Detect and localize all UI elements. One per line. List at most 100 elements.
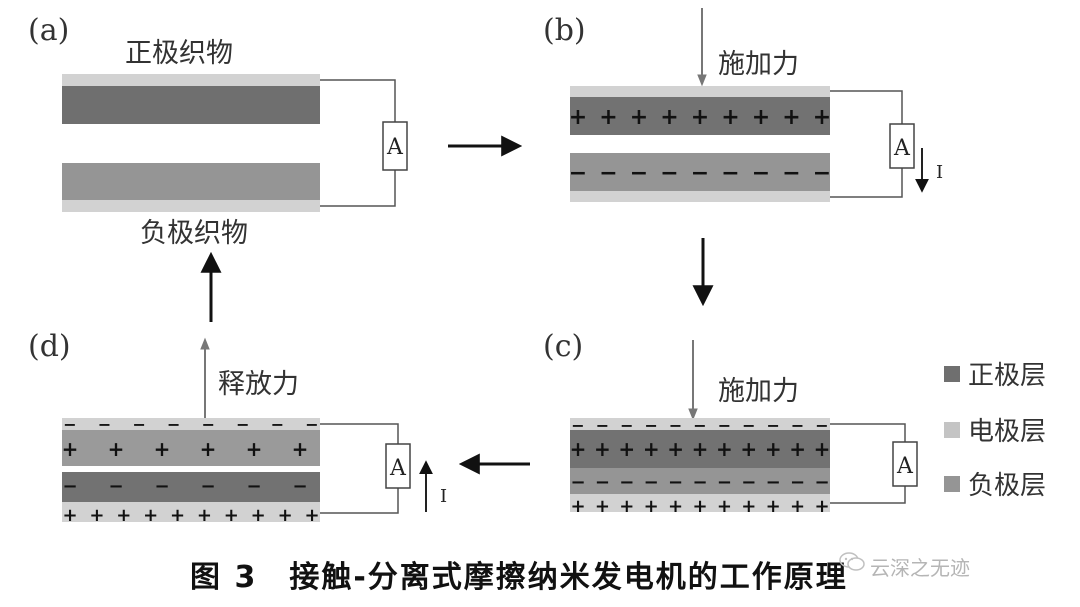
minus-charge: − [63, 415, 76, 434]
force-label-c: 施加力 [718, 376, 799, 407]
minus-charge: − [718, 416, 731, 435]
minus-charge: − [691, 161, 709, 186]
minus-charge: − [660, 161, 678, 186]
plus-charge: + [813, 105, 831, 130]
triboelectric-diagram: (a) 正极织物 A 负极织物 (b) 施加力 +++++++++ −−−−−−… [28, 8, 1046, 526]
minus-charge: − [752, 161, 770, 186]
minus-charge: − [782, 161, 800, 186]
positive-layer [62, 430, 320, 466]
plus-charge: + [790, 496, 805, 517]
plus-charge: + [570, 437, 587, 461]
positive-fabric-label: 正极织物 [125, 38, 233, 69]
panel-a-tag: (a) [28, 13, 69, 48]
minus-charge: − [108, 476, 123, 497]
minus-charge: − [599, 161, 617, 186]
minus-charge: − [596, 416, 609, 435]
minus-charge: − [571, 416, 584, 435]
plus-charge: + [643, 437, 660, 461]
plus-charge: + [570, 496, 585, 517]
minus-charge: − [741, 472, 756, 493]
panel-d: (d) 释放力 −−−−−−−− ++++++ −−−−−− +++++++++… [28, 329, 447, 526]
positive-charges: +++++++++++ [570, 437, 831, 461]
minus-charge: − [595, 472, 610, 493]
caption-bar: 图 3 接触-分离式摩擦纳米发电机的工作原理 云深之无迹 [0, 548, 1080, 604]
minus-charge: − [292, 476, 307, 497]
positive-layer [62, 86, 320, 124]
plus-charge: + [668, 496, 683, 517]
plus-charge: + [62, 437, 79, 461]
circuit-wire-top [830, 423, 906, 442]
plus-charge: + [569, 105, 587, 130]
minus-charge: − [98, 415, 111, 434]
minus-charge: − [167, 415, 180, 434]
positive-charges: +++++++++ [569, 105, 831, 130]
minus-charge: − [668, 472, 683, 493]
panel-b: (b) 施加力 +++++++++ −−−−−−−−− A I [543, 8, 943, 202]
minus-charge: − [570, 472, 585, 493]
plus-charge: + [197, 505, 212, 526]
panel-c-tag: (c) [543, 329, 583, 364]
plus-charge: + [692, 496, 707, 517]
minus-charge: − [766, 472, 781, 493]
ammeter-label: A [386, 135, 404, 160]
negative-layer [570, 468, 830, 494]
plus-charge: + [619, 496, 634, 517]
circuit-wire-bottom [830, 486, 906, 504]
electrode-negative-charges: −−−−−−−− [63, 415, 318, 434]
minus-charge: − [132, 415, 145, 434]
minus-charge: − [154, 476, 169, 497]
panel-a: (a) 正极织物 A 负极织物 [28, 13, 408, 249]
legend: 正极层 电极层 负极层 [944, 361, 1046, 501]
circuit-wire-bottom [320, 170, 396, 207]
plus-charge: + [62, 505, 77, 526]
bottom-electrode-layer [62, 502, 320, 522]
circuit-wire-top [320, 79, 396, 122]
plus-charge: + [691, 105, 709, 130]
legend-swatch-electrode [944, 422, 960, 438]
top-electrode-layer [570, 418, 830, 430]
plus-charge: + [200, 437, 217, 461]
plus-charge: + [741, 496, 756, 517]
minus-charge: − [305, 415, 318, 434]
minus-charge: − [721, 161, 739, 186]
minus-charge: − [669, 416, 682, 435]
ammeter-label: A [896, 454, 914, 479]
legend-swatch-negative [944, 476, 960, 492]
legend-swatch-positive [944, 366, 960, 382]
plus-charge: + [814, 496, 829, 517]
electrode-positive-charges: +++++++++++ [570, 496, 829, 517]
minus-charge: − [619, 472, 634, 493]
plus-charge: + [251, 505, 266, 526]
plus-charge: + [170, 505, 185, 526]
plus-charge: + [692, 437, 709, 461]
plus-charge: + [595, 496, 610, 517]
negative-layer [62, 472, 320, 502]
positive-charges: ++++++ [62, 437, 309, 461]
watermark: 云深之无迹 [870, 556, 970, 580]
plus-charge: + [765, 437, 782, 461]
current-label: I [440, 486, 447, 507]
minus-charge: − [644, 472, 659, 493]
minus-charge: − [790, 472, 805, 493]
minus-charge: − [246, 476, 261, 497]
bottom-electrode-layer [570, 494, 830, 512]
ammeter [892, 441, 918, 487]
plus-charge: + [752, 105, 770, 130]
minus-charge: − [692, 472, 707, 493]
minus-charge: − [271, 415, 284, 434]
top-electrode-layer [570, 86, 830, 97]
bottom-electrode-layer [62, 200, 320, 212]
plus-charge: + [143, 505, 158, 526]
plus-charge: + [667, 437, 684, 461]
minus-charge: − [815, 416, 828, 435]
minus-charge: − [766, 416, 779, 435]
plus-charge: + [246, 437, 263, 461]
plus-charge: + [814, 437, 831, 461]
plus-charge: + [717, 496, 732, 517]
minus-charge: − [62, 476, 77, 497]
plus-charge: + [278, 505, 293, 526]
minus-charge: − [644, 416, 657, 435]
negative-layer [570, 153, 830, 191]
plus-charge: + [644, 496, 659, 517]
current-label: I [936, 162, 943, 183]
